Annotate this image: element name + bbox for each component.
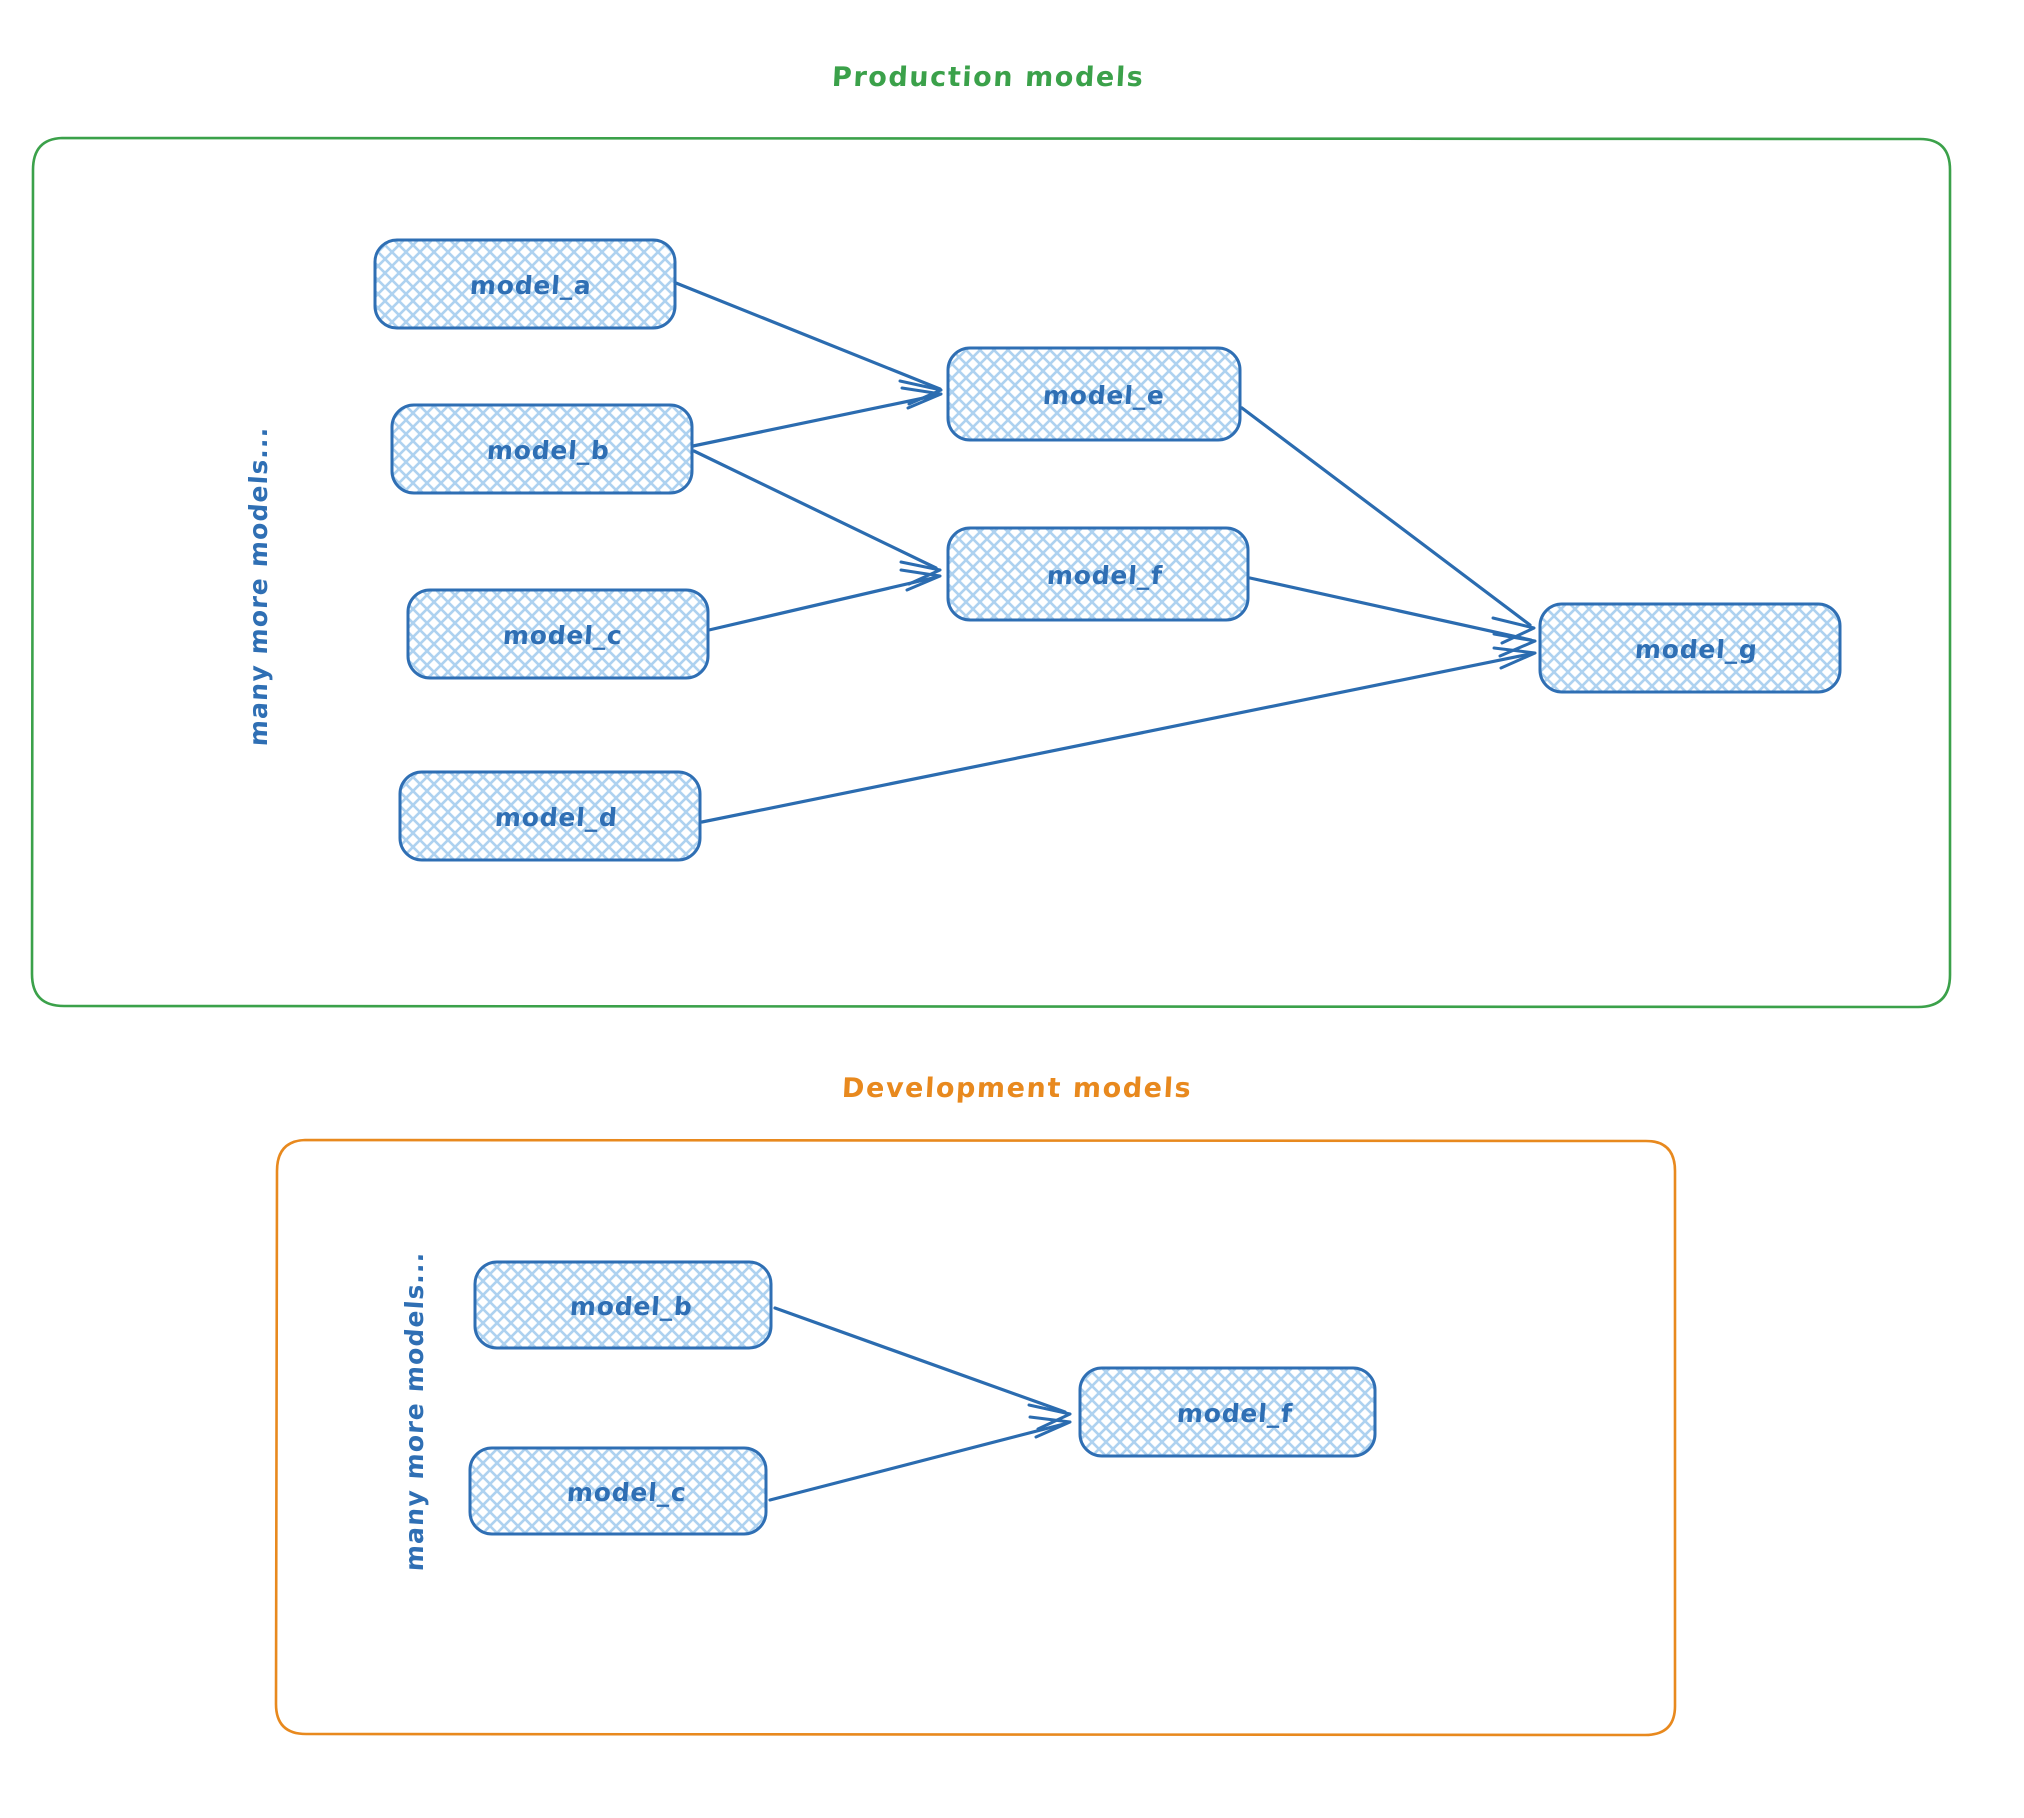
hit-dev-model-c[interactable]	[470, 1448, 766, 1534]
hit-prod-model-d[interactable]	[400, 772, 700, 860]
production-group-container	[30, 136, 1952, 1009]
edge-dev-model-c-to-model-f	[768, 1415, 1072, 1502]
edge-model-b-to-model-f	[692, 449, 942, 586]
edge-model-a-to-model-e	[674, 281, 943, 406]
edge-model-f-to-model-g	[1248, 576, 1537, 658]
development-group-title: Development models	[841, 1073, 1194, 1104]
node-dev-model-c[interactable]	[468, 1446, 768, 1536]
hit-prod-model-c[interactable]	[408, 590, 708, 678]
development-edges	[768, 1306, 1072, 1502]
production-nodes	[373, 238, 1842, 862]
node-dev-model-f[interactable]	[1078, 1366, 1377, 1458]
production-group-title: Production models	[831, 62, 1146, 93]
node-prod-model-c[interactable]	[406, 588, 710, 680]
hit-dev-model-b[interactable]	[475, 1262, 771, 1348]
hit-prod-model-e[interactable]	[948, 348, 1240, 440]
node-prod-model-f[interactable]	[946, 526, 1250, 622]
hit-prod-model-f[interactable]	[948, 528, 1248, 620]
node-prod-model-d[interactable]	[398, 770, 702, 862]
edge-model-b-to-model-e	[691, 386, 943, 448]
development-group-container	[274, 1138, 1677, 1737]
node-prod-model-b[interactable]	[390, 403, 694, 495]
node-dev-model-b[interactable]	[473, 1260, 773, 1350]
hit-prod-model-a[interactable]	[375, 240, 675, 328]
development-many-more-models-label: many more models...	[400, 1250, 429, 1573]
node-prod-model-g[interactable]	[1538, 602, 1842, 694]
hit-dev-model-f[interactable]	[1080, 1368, 1375, 1456]
production-many-more-models-label: many more models...	[244, 425, 273, 748]
development-nodes	[468, 1260, 1377, 1536]
edge-model-d-to-model-g	[700, 646, 1537, 824]
node-prod-model-a[interactable]	[373, 238, 677, 330]
production-edges	[674, 281, 1537, 824]
hit-prod-model-g[interactable]	[1540, 604, 1840, 692]
node-prod-model-e[interactable]	[946, 346, 1242, 442]
hit-prod-model-b[interactable]	[392, 405, 692, 493]
edge-dev-model-b-to-model-f	[773, 1306, 1072, 1431]
edge-model-c-to-model-f	[707, 568, 942, 632]
